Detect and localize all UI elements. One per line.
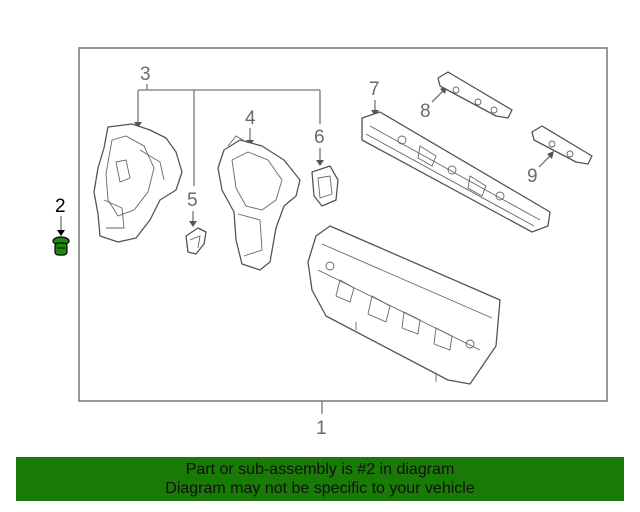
- callout-2[interactable]: 2: [55, 196, 66, 217]
- rear-panel[interactable]: [307, 225, 501, 385]
- callout-5[interactable]: 5: [187, 190, 198, 211]
- part-3-panel[interactable]: [93, 123, 183, 243]
- diagram-frame: [78, 47, 608, 402]
- part-8-reinforcement[interactable]: [437, 71, 513, 119]
- arrow-5: [189, 221, 197, 227]
- info-banner: Part or sub-assembly is #2 in diagram Di…: [16, 457, 624, 501]
- clip-part-icon[interactable]: [52, 236, 70, 256]
- part-4-panel[interactable]: [217, 135, 301, 271]
- part-6-panel[interactable]: [311, 165, 339, 207]
- part-9-reinforcement[interactable]: [531, 125, 593, 165]
- leader-9: [538, 154, 552, 168]
- arrow-6: [316, 160, 324, 166]
- callout-7[interactable]: 7: [369, 79, 380, 100]
- callout-6[interactable]: 6: [314, 127, 325, 148]
- part-5-bracket[interactable]: [185, 227, 207, 255]
- part-7-crossmember[interactable]: [361, 111, 551, 233]
- leader-8: [431, 89, 445, 103]
- arrow-2: [57, 230, 65, 236]
- callout-4[interactable]: 4: [245, 108, 256, 129]
- callout-9[interactable]: 9: [527, 166, 538, 187]
- callout-8[interactable]: 8: [420, 101, 431, 122]
- banner-line-1: Part or sub-assembly is #2 in diagram: [185, 461, 455, 478]
- arrow-9: [547, 151, 554, 159]
- callout-1[interactable]: 1: [316, 418, 327, 439]
- arrow-3: [134, 122, 142, 128]
- callout-3[interactable]: 3: [140, 64, 151, 85]
- banner-line-2: Diagram may not be specific to your vehi…: [165, 480, 475, 497]
